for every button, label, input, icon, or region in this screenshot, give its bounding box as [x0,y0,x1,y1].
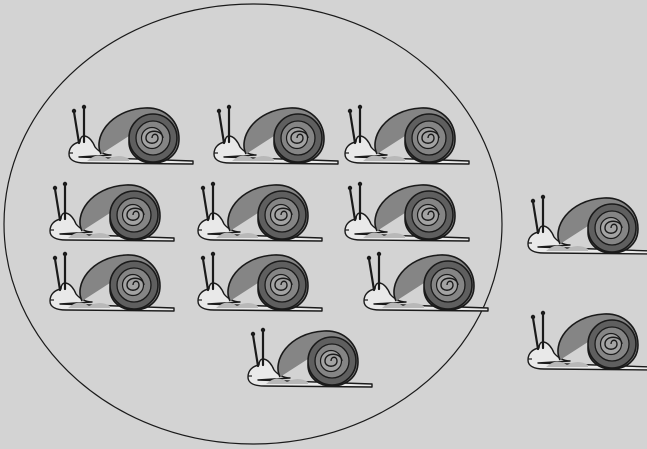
snail-grouping-scene [0,0,647,449]
